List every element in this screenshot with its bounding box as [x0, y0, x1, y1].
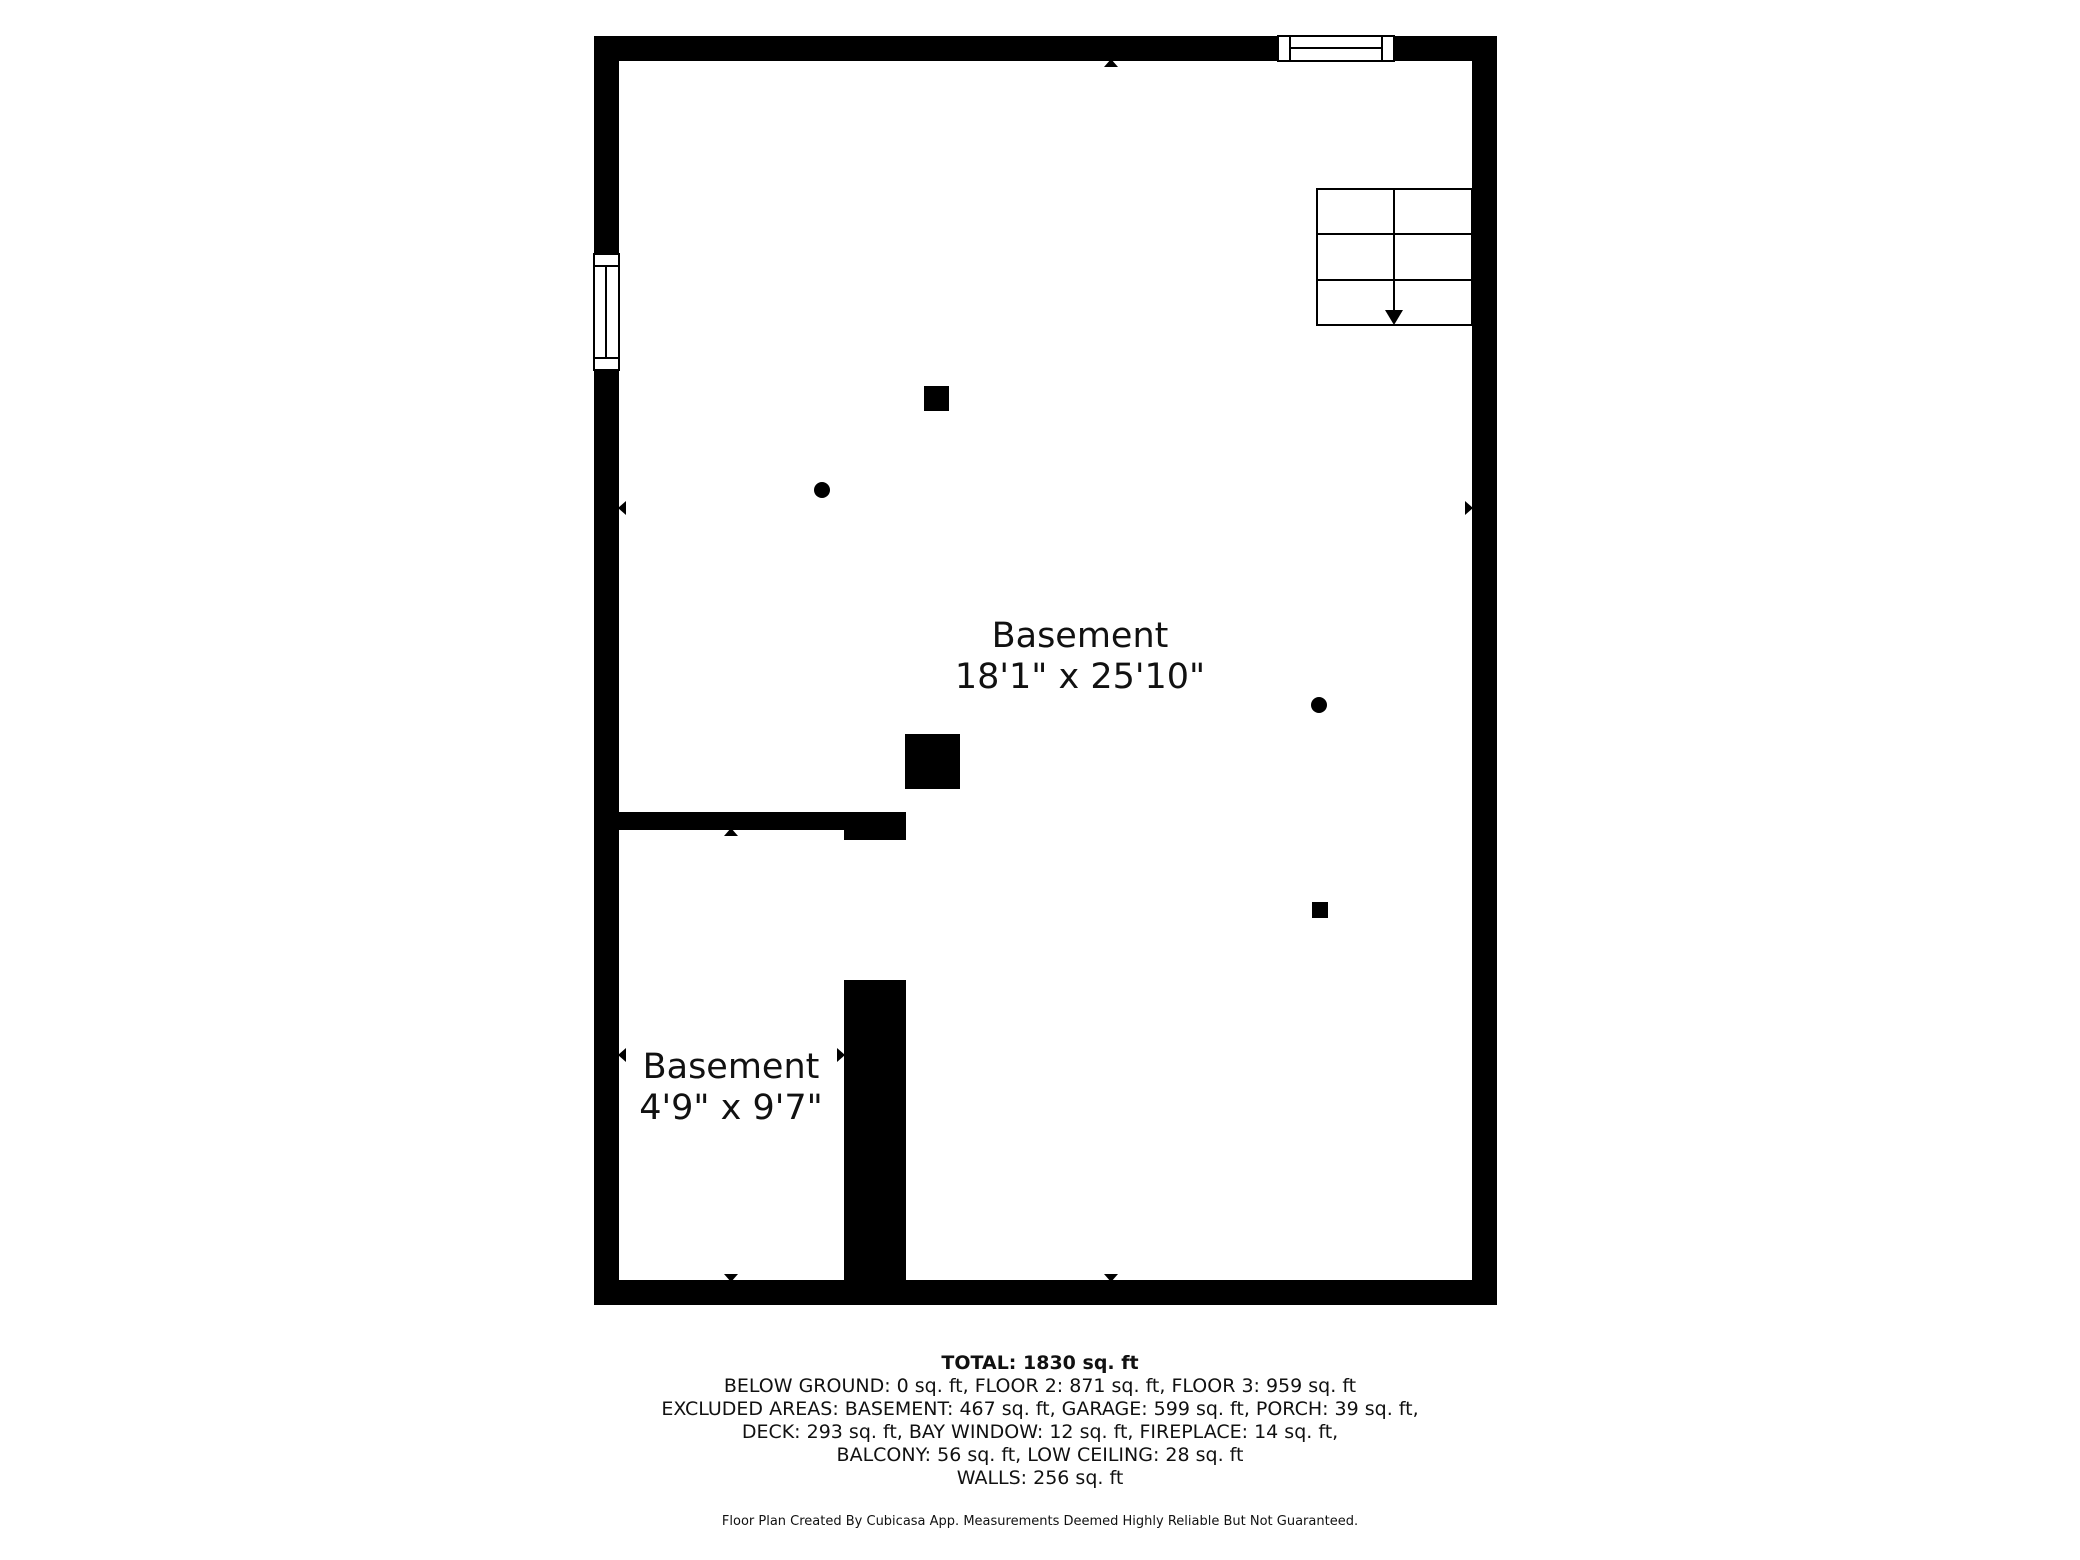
- column-round: [814, 482, 830, 498]
- window-top: [1277, 35, 1395, 62]
- chimney-square: [905, 734, 960, 789]
- wall-interior-horizontal: [594, 812, 906, 830]
- column-square: [924, 386, 949, 411]
- marker-icon: [724, 828, 738, 836]
- wall-bottom: [594, 1280, 1497, 1305]
- fixtures: [814, 386, 1328, 918]
- summary-line: WALLS: 256 sq. ft: [956, 1467, 1124, 1489]
- room-dimensions: 4'9" x 9'7": [639, 1088, 822, 1128]
- wall-left: [594, 36, 619, 1305]
- marker-icon: [837, 1048, 845, 1062]
- wall-interior-vertical-bottom: [844, 980, 906, 1305]
- marker-icon: [724, 1274, 738, 1282]
- interior-walls: [594, 812, 906, 1305]
- total-area: TOTAL: 1830 sq. ft: [941, 1352, 1139, 1374]
- window-left: [593, 253, 620, 371]
- disclaimer: Floor Plan Created By Cubicasa App. Meas…: [721, 1514, 1359, 1529]
- summary-line: BALCONY: 56 sq. ft, LOW CEILING: 28 sq. …: [836, 1444, 1244, 1466]
- room-dimensions: 18'1" x 25'10": [955, 657, 1205, 697]
- area-summary: TOTAL: 1830 sq. ft BELOW GROUND: 0 sq. f…: [0, 1352, 2080, 1490]
- stairs: [1316, 188, 1473, 326]
- summary-line: DECK: 293 sq. ft, BAY WINDOW: 12 sq. ft,…: [741, 1421, 1339, 1443]
- dimension-markers: [618, 59, 1473, 1282]
- room-name: Basement: [992, 616, 1169, 656]
- marker-icon: [618, 501, 626, 515]
- marker-icon: [1465, 501, 1473, 515]
- marker-icon: [1104, 59, 1118, 67]
- wall-interior-vertical-top: [844, 812, 906, 840]
- marker-icon: [1104, 1274, 1118, 1282]
- column-round: [1311, 697, 1327, 713]
- wall-right: [1472, 36, 1497, 1305]
- stairs-arrow-icon: [1385, 310, 1403, 325]
- summary-line: BELOW GROUND: 0 sq. ft, FLOOR 2: 871 sq.…: [723, 1375, 1357, 1397]
- room-name: Basement: [643, 1047, 820, 1087]
- column-square: [1312, 902, 1328, 918]
- marker-icon: [618, 1048, 626, 1062]
- summary-line: EXCLUDED AREAS: BASEMENT: 467 sq. ft, GA…: [661, 1398, 1419, 1420]
